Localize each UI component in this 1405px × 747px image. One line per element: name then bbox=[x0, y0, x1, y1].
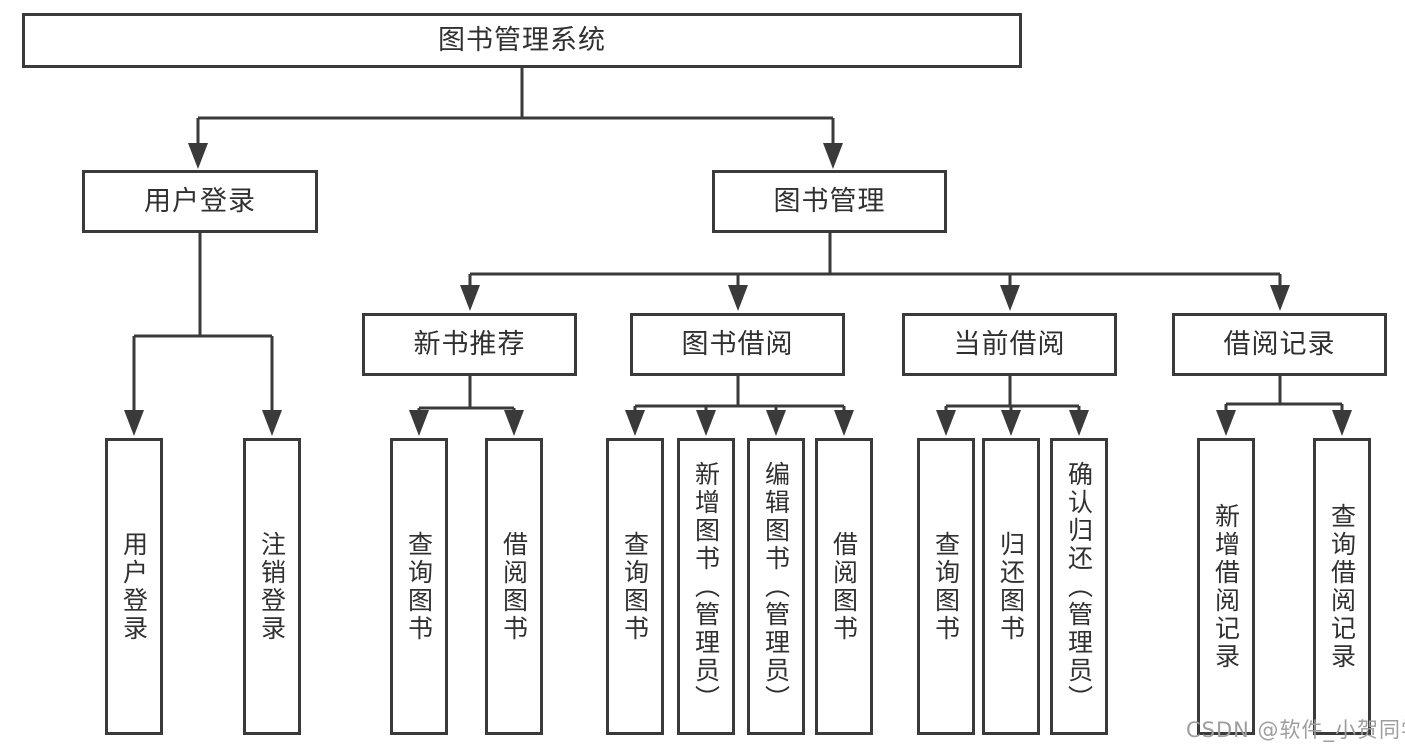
leaf-query-books-current: 查询图书 bbox=[917, 438, 975, 735]
node-root: 图书管理系统 bbox=[22, 13, 1022, 68]
node-borrowing-records: 借阅记录 bbox=[1172, 313, 1387, 376]
leaf-query-books-recommend: 查询图书 bbox=[390, 438, 448, 735]
edge-recommend-children bbox=[417, 376, 516, 416]
leaf-return-book: 归还图书 bbox=[982, 438, 1040, 735]
leaf-add-borrow-record: 新增借阅记录 bbox=[1197, 438, 1255, 735]
leaf-confirm-return-admin: 确认归还（管理员） bbox=[1050, 438, 1108, 735]
edge-records-children bbox=[1224, 376, 1344, 416]
leaf-query-books-borrowing: 查询图书 bbox=[606, 438, 664, 735]
node-current-borrowing: 当前借阅 bbox=[902, 313, 1117, 376]
node-user-login: 用户登录 bbox=[82, 170, 318, 233]
edge-bookmgmt-to-level3 bbox=[468, 233, 1282, 292]
leaf-borrow-books-borrowing: 借阅图书 bbox=[815, 438, 873, 735]
node-book-management: 图书管理 bbox=[712, 170, 947, 233]
edge-root-to-level2 bbox=[196, 68, 835, 150]
node-book-borrowing: 图书借阅 bbox=[630, 313, 845, 376]
leaf-logout: 注销登录 bbox=[243, 438, 301, 735]
leaf-add-book-admin: 新增图书（管理员） bbox=[677, 438, 735, 735]
leaf-query-borrow-record: 查询借阅记录 bbox=[1313, 438, 1371, 735]
node-new-book-recommendation: 新书推荐 bbox=[362, 313, 577, 376]
edge-borrowing-children bbox=[633, 376, 846, 416]
edge-userlogin-to-leaves bbox=[132, 233, 274, 416]
arrowheads bbox=[124, 143, 1352, 436]
csdn-watermark: CSDN @软件_小贺同学 bbox=[1186, 718, 1405, 742]
leaf-borrow-books-recommend: 借阅图书 bbox=[485, 438, 543, 735]
leaf-user-login: 用户登录 bbox=[105, 438, 163, 735]
leaf-edit-book-admin: 编辑图书（管理员） bbox=[747, 438, 805, 735]
